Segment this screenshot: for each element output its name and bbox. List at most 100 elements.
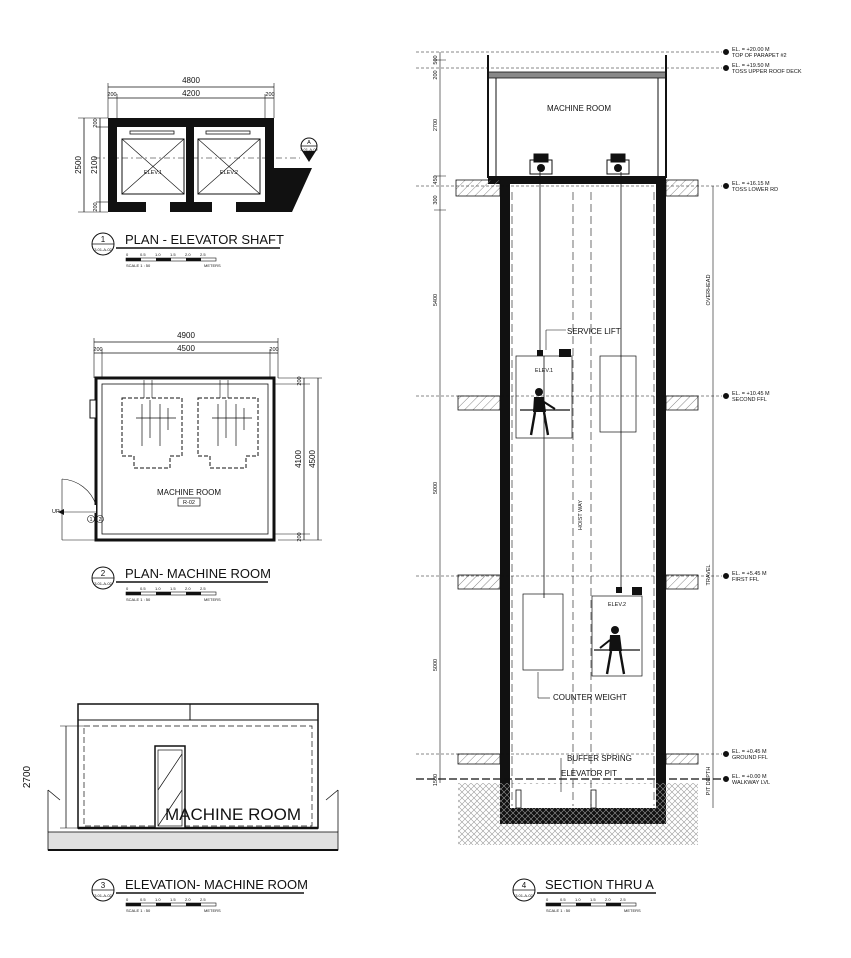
elev-1-section-label: ELEV.1 (535, 368, 553, 374)
scale-4-label: SCALE 1 : 50 (546, 908, 571, 913)
section-dim-5400: 5400 (433, 294, 439, 306)
scale-1-label: SCALE 1 : 50 (126, 263, 151, 268)
title-3-text: ELEVATION- MACHINE ROOM (125, 877, 308, 892)
level-name-2: TOSS UPPER ROOF DECK (732, 69, 802, 75)
scale-1-tick-4: 2.0 (185, 252, 191, 257)
scale-3-unit: METERS (204, 908, 221, 913)
scale-1-tick-2: 1.0 (155, 252, 161, 257)
scale-1-tick-3: 1.5 (170, 252, 176, 257)
scale-4-tick-5: 2.5 (620, 897, 626, 902)
mr-dim-inner: 4500 (177, 344, 195, 353)
title-block-1: 1 3.01-A-02 PLAN - ELEVATOR SHAFT (91, 232, 284, 256)
scale-2-tick-1: 0.5 (140, 586, 146, 591)
mr-dim-wall-left: 200 (93, 347, 102, 353)
level-name-3: TOSS LOWER RD (732, 187, 778, 193)
scale-2-tick-4: 2.0 (185, 586, 191, 591)
scale-3-tick-2: 1.0 (155, 897, 161, 902)
title-2-ref: 3.01-A-02 (94, 581, 112, 586)
scale-3-tick-0: 0 (126, 897, 129, 902)
dim-wall-left: 200 (107, 92, 116, 98)
section-dim-5000b: 5000 (433, 659, 439, 671)
scale-3-tick-3: 1.5 (170, 897, 176, 902)
title-2-number: 2 (101, 569, 106, 578)
scale-bar-1: 0 0.5 1.0 1.5 2.0 2.5 SCALE 1 : 50 METER… (125, 252, 221, 268)
section-dim-200: 200 (433, 70, 439, 79)
title-2-text: PLAN- MACHINE ROOM (125, 566, 271, 581)
dim-depth-wall-top: 200 (93, 118, 99, 127)
dim-depth-inner: 2100 (90, 156, 99, 174)
plan-shaft-dimension-text: 4800 4200 200 200 2500 2100 200 200 ELEV… (74, 76, 319, 212)
section-dim-300: 300 (433, 195, 439, 204)
scale-3-tick-5: 2.5 (200, 897, 206, 902)
scale-1-unit: METERS (204, 263, 221, 268)
scale-2-label: SCALE 1 : 50 (126, 597, 151, 602)
section-dim-500: 500 (433, 55, 439, 64)
scale-2-tick-5: 2.5 (200, 586, 206, 591)
level-name-5: FIRST FFL (732, 577, 759, 583)
scale-4-unit: METERS (624, 908, 641, 913)
scale-bar-4: 0 0.5 1.0 1.5 2.0 2.5 SCALE 1 : 50 METER… (545, 897, 641, 913)
scale-4-tick-3: 1.5 (590, 897, 596, 902)
section-thru-a (416, 51, 722, 845)
plan-elevator-shaft (78, 83, 318, 214)
scale-2-tick-2: 1.0 (155, 586, 161, 591)
overhead-label: OVERHEAD (706, 275, 712, 306)
level-el-3: EL. = +16.15 M (732, 181, 770, 187)
scale-bar-2: 0 0.5 1.0 1.5 2.0 2.5 SCALE 1 : 50 METER… (125, 586, 221, 602)
dim-overall-width: 4800 (182, 76, 200, 85)
dim-inner-width: 4200 (182, 89, 200, 98)
scale-3-label: SCALE 1 : 50 (126, 908, 151, 913)
mr-plan-room-label: MACHINE ROOM (157, 488, 221, 497)
service-lift-label: SERVICE LIFT (567, 327, 621, 336)
section-marker-ref: 3.01-A-02 (300, 147, 318, 152)
scale-3-tick-1: 0.5 (140, 897, 146, 902)
title-block-3: 3 3.01-A-02 ELEVATION- MACHINE ROOM (91, 877, 308, 902)
person-figure-elev-1 (529, 388, 556, 436)
person-figure-elev-2 (599, 626, 626, 675)
level-el-2: EL. = +19.50 M (732, 63, 770, 69)
pit-depth-label: PIT DEPTH (706, 767, 712, 796)
section-dim-1500: 1500 (433, 774, 439, 786)
level-name-6: GROUND FFL (732, 755, 768, 761)
elevation-text: 2700 MACHINE ROOM (22, 765, 301, 824)
title-4-text: SECTION THRU A (545, 877, 654, 892)
elev-1-plan-label: ELEV.1 (144, 170, 162, 176)
dim-wall-right: 200 (265, 92, 274, 98)
title-3-ref: 3.01-A-02 (94, 893, 112, 898)
mr-dim-wall-right: 200 (269, 347, 278, 353)
mr-room-tag: R-02 (183, 500, 195, 506)
scale-2-tick-3: 1.5 (170, 586, 176, 591)
title-4-number: 4 (522, 881, 527, 890)
level-markers (723, 49, 729, 782)
scale-4-tick-2: 1.0 (575, 897, 581, 902)
scale-1-tick-1: 0.5 (140, 252, 146, 257)
mr-dim-overall: 4900 (177, 331, 195, 340)
mr-dim-depth-wall-top: 200 (297, 376, 303, 385)
mr-circle-mark-2: 2 (99, 517, 102, 523)
title-1-number: 1 (101, 235, 106, 244)
travel-label: TRAVEL (706, 565, 712, 586)
plan-machine-room (56, 338, 322, 542)
dim-depth-overall: 2500 (74, 156, 83, 174)
title-1-ref: 3.01-A-02 (94, 247, 112, 252)
scale-2-tick-0: 0 (126, 586, 129, 591)
level-name-7: WALKWAY LVL (732, 780, 770, 786)
plan-machine-room-text: 4900 4500 200 200 200 4100 4500 200 MACH… (52, 331, 317, 542)
buffer-spring-label: BUFFER SPRING (567, 754, 632, 763)
scale-4-tick-1: 0.5 (560, 897, 566, 902)
scale-4-tick-4: 2.0 (605, 897, 611, 902)
section-machine-room-label: MACHINE ROOM (547, 104, 611, 113)
elev-2-plan-label: ELEV.2 (220, 170, 238, 176)
title-block-2: 2 3.01-A-02 PLAN- MACHINE ROOM (91, 566, 271, 590)
title-1-text: PLAN - ELEVATOR SHAFT (125, 232, 284, 247)
mr-circle-mark-1: 1 (90, 517, 93, 523)
level-name-1: TOP OF PARAPET #2 (732, 53, 787, 59)
elevation-height-dim: 2700 (22, 765, 33, 788)
level-el-6: EL. = +0.45 M (732, 749, 767, 755)
section-marker-letter: A (307, 140, 311, 146)
level-el-1: EL. = +20.00 M (732, 47, 770, 53)
dim-depth-wall-bottom: 200 (93, 202, 99, 211)
scale-1-tick-5: 2.5 (200, 252, 206, 257)
